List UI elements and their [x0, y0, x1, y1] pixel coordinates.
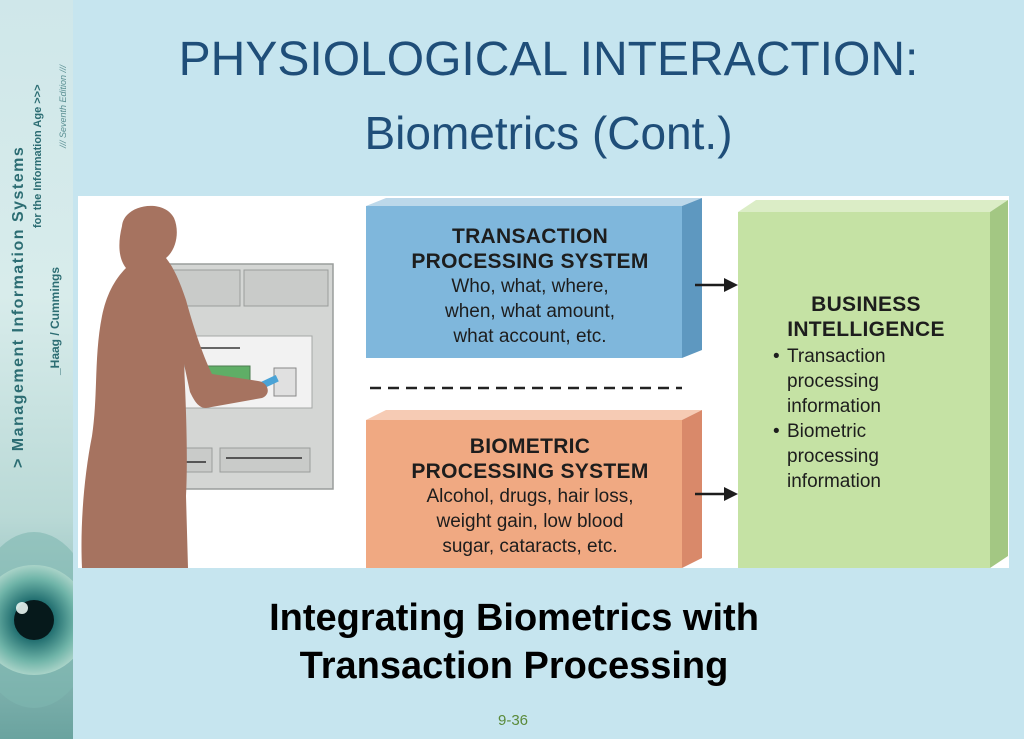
bi-heading: BUSINESS INTELLIGENCE [787, 293, 945, 341]
slide-title: PHYSIOLOGICAL INTERACTION: [178, 33, 919, 86]
diagram-figure: TRANSACTION PROCESSING SYSTEM Who, what,… [78, 196, 1009, 568]
bi-bullet-item: Transaction processing information [773, 344, 991, 419]
transaction-heading: TRANSACTION PROCESSING SYSTEM [411, 225, 649, 273]
sidebar-authors: _Haag / Cummings [48, 266, 62, 375]
sidebar-edition: /// Seventh Edition /// [58, 64, 68, 148]
bi-bullet-list: Transaction processing information Biome… [741, 344, 991, 494]
eye-icon [0, 532, 73, 708]
sidebar-banner: > Management Information Systems for the… [0, 0, 73, 739]
business-intelligence-text: BUSINESS INTELLIGENCE Transaction proces… [741, 292, 991, 494]
slide-subtitle: Biometrics (Cont.) [364, 107, 733, 159]
arrow-icon [695, 278, 738, 292]
transaction-box-text: TRANSACTION PROCESSING SYSTEM Who, what,… [370, 224, 690, 349]
sidebar-book-subtitle: for the Information Age >>> [32, 84, 44, 228]
transaction-body: Who, what, where, when, what amount, wha… [444, 276, 616, 347]
page-number: 9-36 [497, 712, 529, 729]
biometric-body: Alcohol, drugs, hair loss, weight gain, … [426, 486, 634, 557]
biometric-box-text: BIOMETRIC PROCESSING SYSTEM Alcohol, dru… [370, 434, 690, 559]
bi-bullet-item: Biometric processing information [773, 419, 991, 494]
figure-caption: Integrating Biometrics with Transaction … [269, 597, 759, 687]
sidebar-book-title: > Management Information Systems [10, 145, 27, 468]
person-silhouette [81, 205, 268, 568]
transaction-box [366, 198, 702, 358]
biometric-heading: BIOMETRIC PROCESSING SYSTEM [411, 435, 649, 483]
arrow-icon [695, 487, 738, 501]
biometric-box [366, 410, 702, 568]
